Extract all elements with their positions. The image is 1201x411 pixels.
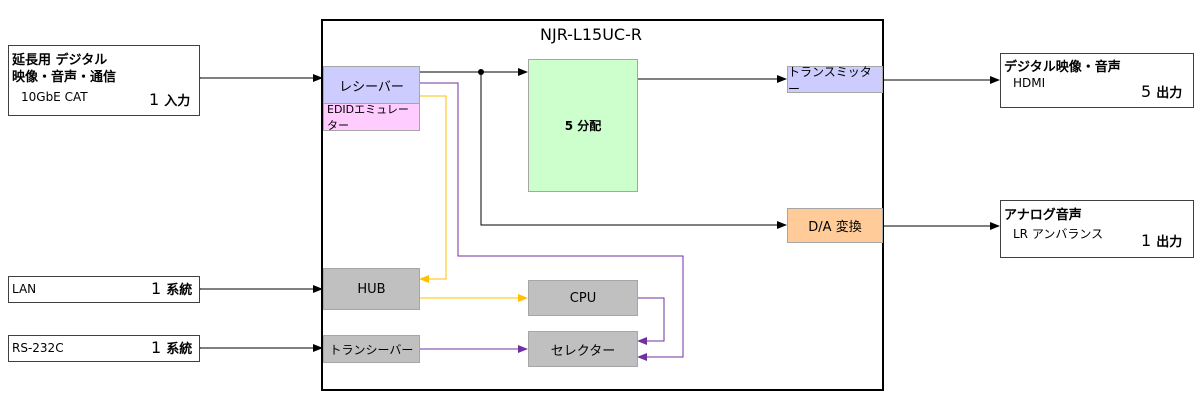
block-da-converter: D/A 変換 (787, 208, 883, 243)
block-selector: セレクター (528, 331, 638, 367)
count-unit: 出力 (1156, 235, 1183, 250)
device-title: NJR-L15UC-R (540, 25, 642, 44)
output-digital-box: デジタル映像・音声 HDMI 5 出力 (1000, 53, 1194, 108)
output-digital-title: デジタル映像・音声 (1004, 60, 1121, 75)
block-edid-emulator: EDIDエミュレーター (323, 103, 420, 132)
count-number: 1 (149, 90, 160, 109)
block-receiver: レシーバー (323, 66, 420, 104)
input-rs232c-count: 1 系統 (151, 338, 192, 357)
output-analog-count: 1 出力 (1141, 231, 1182, 250)
count-number: 1 (151, 279, 162, 298)
count-number: 1 (1141, 231, 1152, 250)
input-rs232c-box: RS-232C 1 系統 (8, 335, 200, 362)
output-analog-interface: LR アンバランス (1013, 227, 1104, 241)
input-extension-count: 1 入力 (149, 90, 190, 109)
output-digital-interface: HDMI (1013, 76, 1046, 90)
count-unit: 出力 (1156, 86, 1183, 101)
input-extension-title-2: 映像・音声・通信 (12, 70, 117, 85)
device-frame (321, 19, 884, 391)
count-unit: 系統 (166, 283, 193, 298)
input-lan-count: 1 系統 (151, 279, 192, 298)
output-analog-box: アナログ音声 LR アンバランス 1 出力 (1000, 200, 1194, 258)
count-number: 1 (151, 338, 162, 357)
count-unit: 系統 (166, 342, 193, 357)
input-extension-box: 延長用 デジタル 映像・音声・通信 10GbE CAT 1 入力 (8, 45, 200, 116)
block-cpu: CPU (528, 280, 638, 316)
input-extension-interface: 10GbE CAT (21, 90, 88, 104)
input-rs232c-label: RS-232C (12, 341, 64, 355)
block-distributor: 5 分配 (528, 59, 638, 192)
input-lan-box: LAN 1 系統 (8, 276, 200, 303)
output-digital-count: 5 出力 (1141, 82, 1182, 101)
link-receiver-selector (411, 79, 684, 361)
block-transceiver: トランシーバー (323, 335, 420, 363)
block-hub: HUB (323, 268, 420, 310)
block-transmitter: トランスミッター (787, 65, 883, 96)
count-unit: 入力 (164, 94, 191, 109)
link-cpu-selector (629, 294, 665, 345)
count-number: 5 (1141, 82, 1152, 101)
input-extension-title-1: 延長用 デジタル (12, 53, 108, 68)
output-analog-title: アナログ音声 (1004, 208, 1082, 223)
input-lan-label: LAN (12, 282, 37, 296)
